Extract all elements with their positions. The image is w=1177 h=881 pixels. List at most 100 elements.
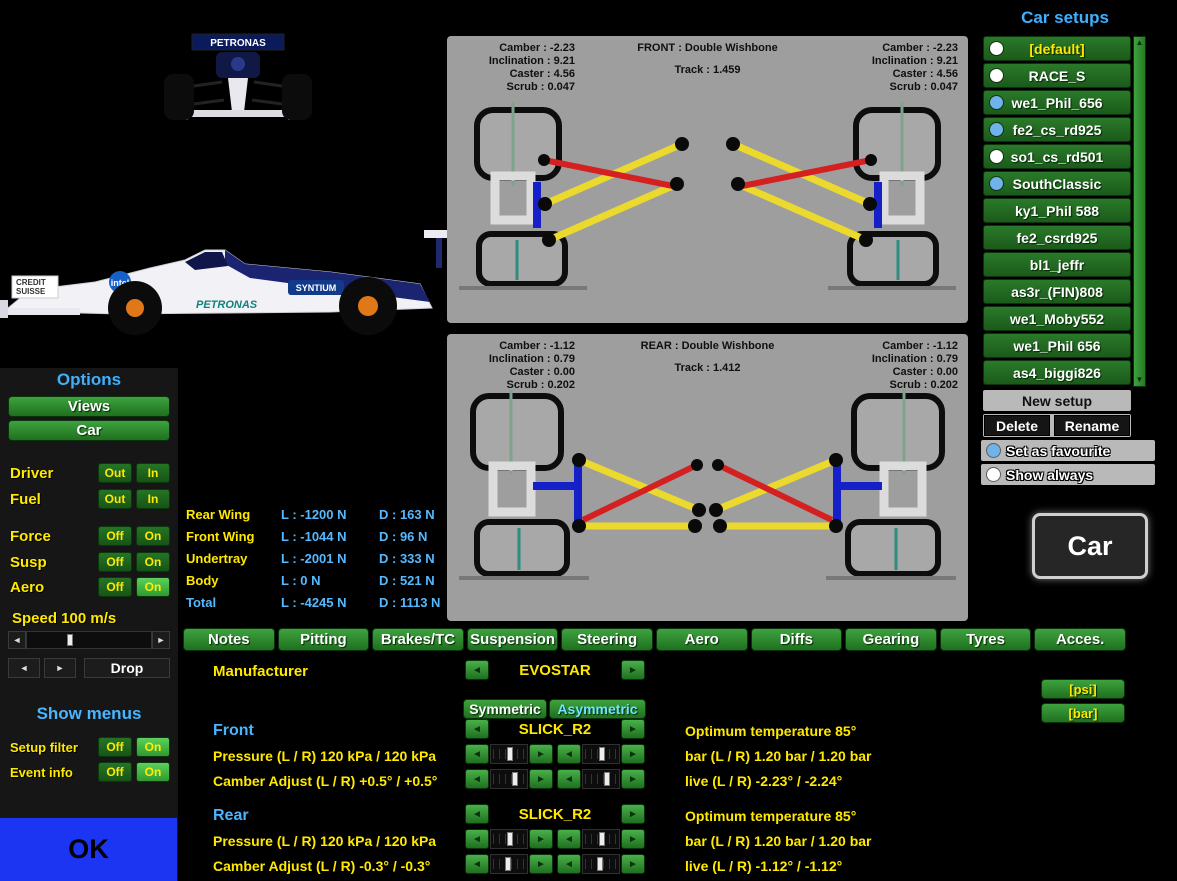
- front-compound-prev-button[interactable]: ◄: [465, 719, 489, 739]
- slider-track[interactable]: [582, 769, 620, 789]
- force-off-button[interactable]: Off: [98, 526, 132, 546]
- show-always-button[interactable]: Show always: [981, 464, 1155, 485]
- slider-track[interactable]: [582, 829, 620, 849]
- speed-slider-track[interactable]: [26, 631, 152, 649]
- tab-brakes-tc[interactable]: Brakes/TC: [372, 628, 464, 651]
- slider-decrease-button[interactable]: ◄: [557, 829, 581, 849]
- views-button[interactable]: Views: [8, 396, 170, 417]
- slider-handle[interactable]: [511, 772, 518, 786]
- slider-increase-button[interactable]: ►: [621, 829, 645, 849]
- slider-track[interactable]: [490, 829, 528, 849]
- manufacturer-next-button[interactable]: ►: [621, 660, 645, 680]
- slider-decrease-button[interactable]: ◄: [465, 769, 489, 789]
- tab-pitting[interactable]: Pitting: [277, 628, 370, 651]
- aero-on-button[interactable]: On: [136, 577, 170, 597]
- slider-increase-button[interactable]: ►: [621, 854, 645, 874]
- new-setup-button[interactable]: New setup: [983, 390, 1131, 411]
- slider-decrease-button[interactable]: ◄: [557, 769, 581, 789]
- setup-item[interactable]: we1_Phil 656: [983, 333, 1131, 358]
- speed-increase-button[interactable]: ►: [152, 631, 170, 649]
- setup-item[interactable]: so1_cs_rd501: [983, 144, 1131, 169]
- tab-steering[interactable]: Steering: [561, 628, 653, 651]
- slider-handle[interactable]: [597, 857, 604, 871]
- drop-button[interactable]: Drop: [84, 658, 170, 678]
- front-camber-right-slider: ◄ ►: [557, 769, 645, 789]
- speed-slider-handle[interactable]: [66, 634, 73, 646]
- symmetric-button[interactable]: Symmetric: [463, 699, 547, 719]
- fuel-in-button[interactable]: In: [136, 489, 170, 509]
- setup-item[interactable]: SouthClassic: [983, 171, 1131, 196]
- slider-track[interactable]: [490, 744, 528, 764]
- force-toggle-row: Force Off On: [10, 525, 170, 547]
- force-on-button[interactable]: On: [136, 526, 170, 546]
- setups-scrollbar[interactable]: ▲ ▼: [1133, 36, 1146, 387]
- slider-decrease-button[interactable]: ◄: [557, 854, 581, 874]
- delete-button[interactable]: Delete: [984, 415, 1050, 436]
- ok-button[interactable]: OK: [0, 818, 177, 881]
- slider-handle[interactable]: [507, 747, 514, 761]
- setup-item[interactable]: fe2_cs_rd925: [983, 117, 1131, 142]
- slider-handle[interactable]: [603, 772, 610, 786]
- driver-in-button[interactable]: In: [136, 463, 170, 483]
- susp-off-button[interactable]: Off: [98, 552, 132, 572]
- fuel-out-button[interactable]: Out: [98, 489, 132, 509]
- slider-track[interactable]: [490, 769, 528, 789]
- scroll-down-icon[interactable]: ▼: [1135, 375, 1144, 384]
- setup-filter-off-button[interactable]: Off: [98, 737, 132, 757]
- scroll-up-icon[interactable]: ▲: [1135, 38, 1144, 47]
- slider-decrease-button[interactable]: ◄: [465, 854, 489, 874]
- susp-on-button[interactable]: On: [136, 552, 170, 572]
- slider-increase-button[interactable]: ►: [529, 854, 553, 874]
- setup-filter-on-button[interactable]: On: [136, 737, 170, 757]
- set-favourite-button[interactable]: Set as favourite: [981, 440, 1155, 461]
- slider-increase-button[interactable]: ►: [621, 769, 645, 789]
- car-options-button[interactable]: Car: [8, 420, 170, 441]
- slider-track[interactable]: [490, 854, 528, 874]
- event-info-off-button[interactable]: Off: [98, 762, 132, 782]
- slider-decrease-button[interactable]: ◄: [557, 744, 581, 764]
- slider-increase-button[interactable]: ►: [529, 744, 553, 764]
- setup-item[interactable]: ky1_Phil 588: [983, 198, 1131, 223]
- slider-track[interactable]: [582, 744, 620, 764]
- tab-diffs[interactable]: Diffs: [750, 628, 843, 651]
- tab-notes[interactable]: Notes: [183, 628, 275, 651]
- rename-button[interactable]: Rename: [1054, 415, 1130, 436]
- tab-suspension[interactable]: Suspension: [466, 628, 559, 651]
- manufacturer-prev-button[interactable]: ◄: [465, 660, 489, 680]
- bar-unit-button[interactable]: [bar]: [1041, 703, 1125, 723]
- rear-compound-prev-button[interactable]: ◄: [465, 804, 489, 824]
- setup-item[interactable]: bl1_jeffr: [983, 252, 1131, 277]
- slider-decrease-button[interactable]: ◄: [465, 829, 489, 849]
- car-big-button[interactable]: Car: [1032, 513, 1148, 579]
- front-compound-next-button[interactable]: ►: [621, 719, 645, 739]
- tab-acces[interactable]: Acces.: [1034, 628, 1126, 651]
- event-info-on-button[interactable]: On: [136, 762, 170, 782]
- setup-item[interactable]: RACE_S: [983, 63, 1131, 88]
- rear-compound-next-button[interactable]: ►: [621, 804, 645, 824]
- slider-track[interactable]: [582, 854, 620, 874]
- slider-handle[interactable]: [599, 747, 606, 761]
- drop-right-button[interactable]: ►: [44, 658, 76, 678]
- setup-item[interactable]: we1_Moby552: [983, 306, 1131, 331]
- setup-item-default[interactable]: [default]: [983, 36, 1131, 61]
- slider-increase-button[interactable]: ►: [529, 769, 553, 789]
- aero-off-button[interactable]: Off: [98, 577, 132, 597]
- asymmetric-button[interactable]: Asymmetric: [549, 699, 646, 719]
- slider-handle[interactable]: [599, 832, 606, 846]
- slider-handle[interactable]: [505, 857, 512, 871]
- tab-aero[interactable]: Aero: [655, 628, 748, 651]
- psi-unit-button[interactable]: [psi]: [1041, 679, 1125, 699]
- slider-increase-button[interactable]: ►: [529, 829, 553, 849]
- driver-out-button[interactable]: Out: [98, 463, 132, 483]
- setup-item[interactable]: we1_Phil_656: [983, 90, 1131, 115]
- tab-tyres[interactable]: Tyres: [939, 628, 1032, 651]
- drop-left-button[interactable]: ◄: [8, 658, 40, 678]
- speed-decrease-button[interactable]: ◄: [8, 631, 26, 649]
- slider-handle[interactable]: [507, 832, 514, 846]
- setup-item[interactable]: as4_biggi826: [983, 360, 1131, 385]
- slider-decrease-button[interactable]: ◄: [465, 744, 489, 764]
- tab-gearing[interactable]: Gearing: [845, 628, 937, 651]
- setup-item[interactable]: fe2_csrd925: [983, 225, 1131, 250]
- slider-increase-button[interactable]: ►: [621, 744, 645, 764]
- setup-item[interactable]: as3r_(FIN)808: [983, 279, 1131, 304]
